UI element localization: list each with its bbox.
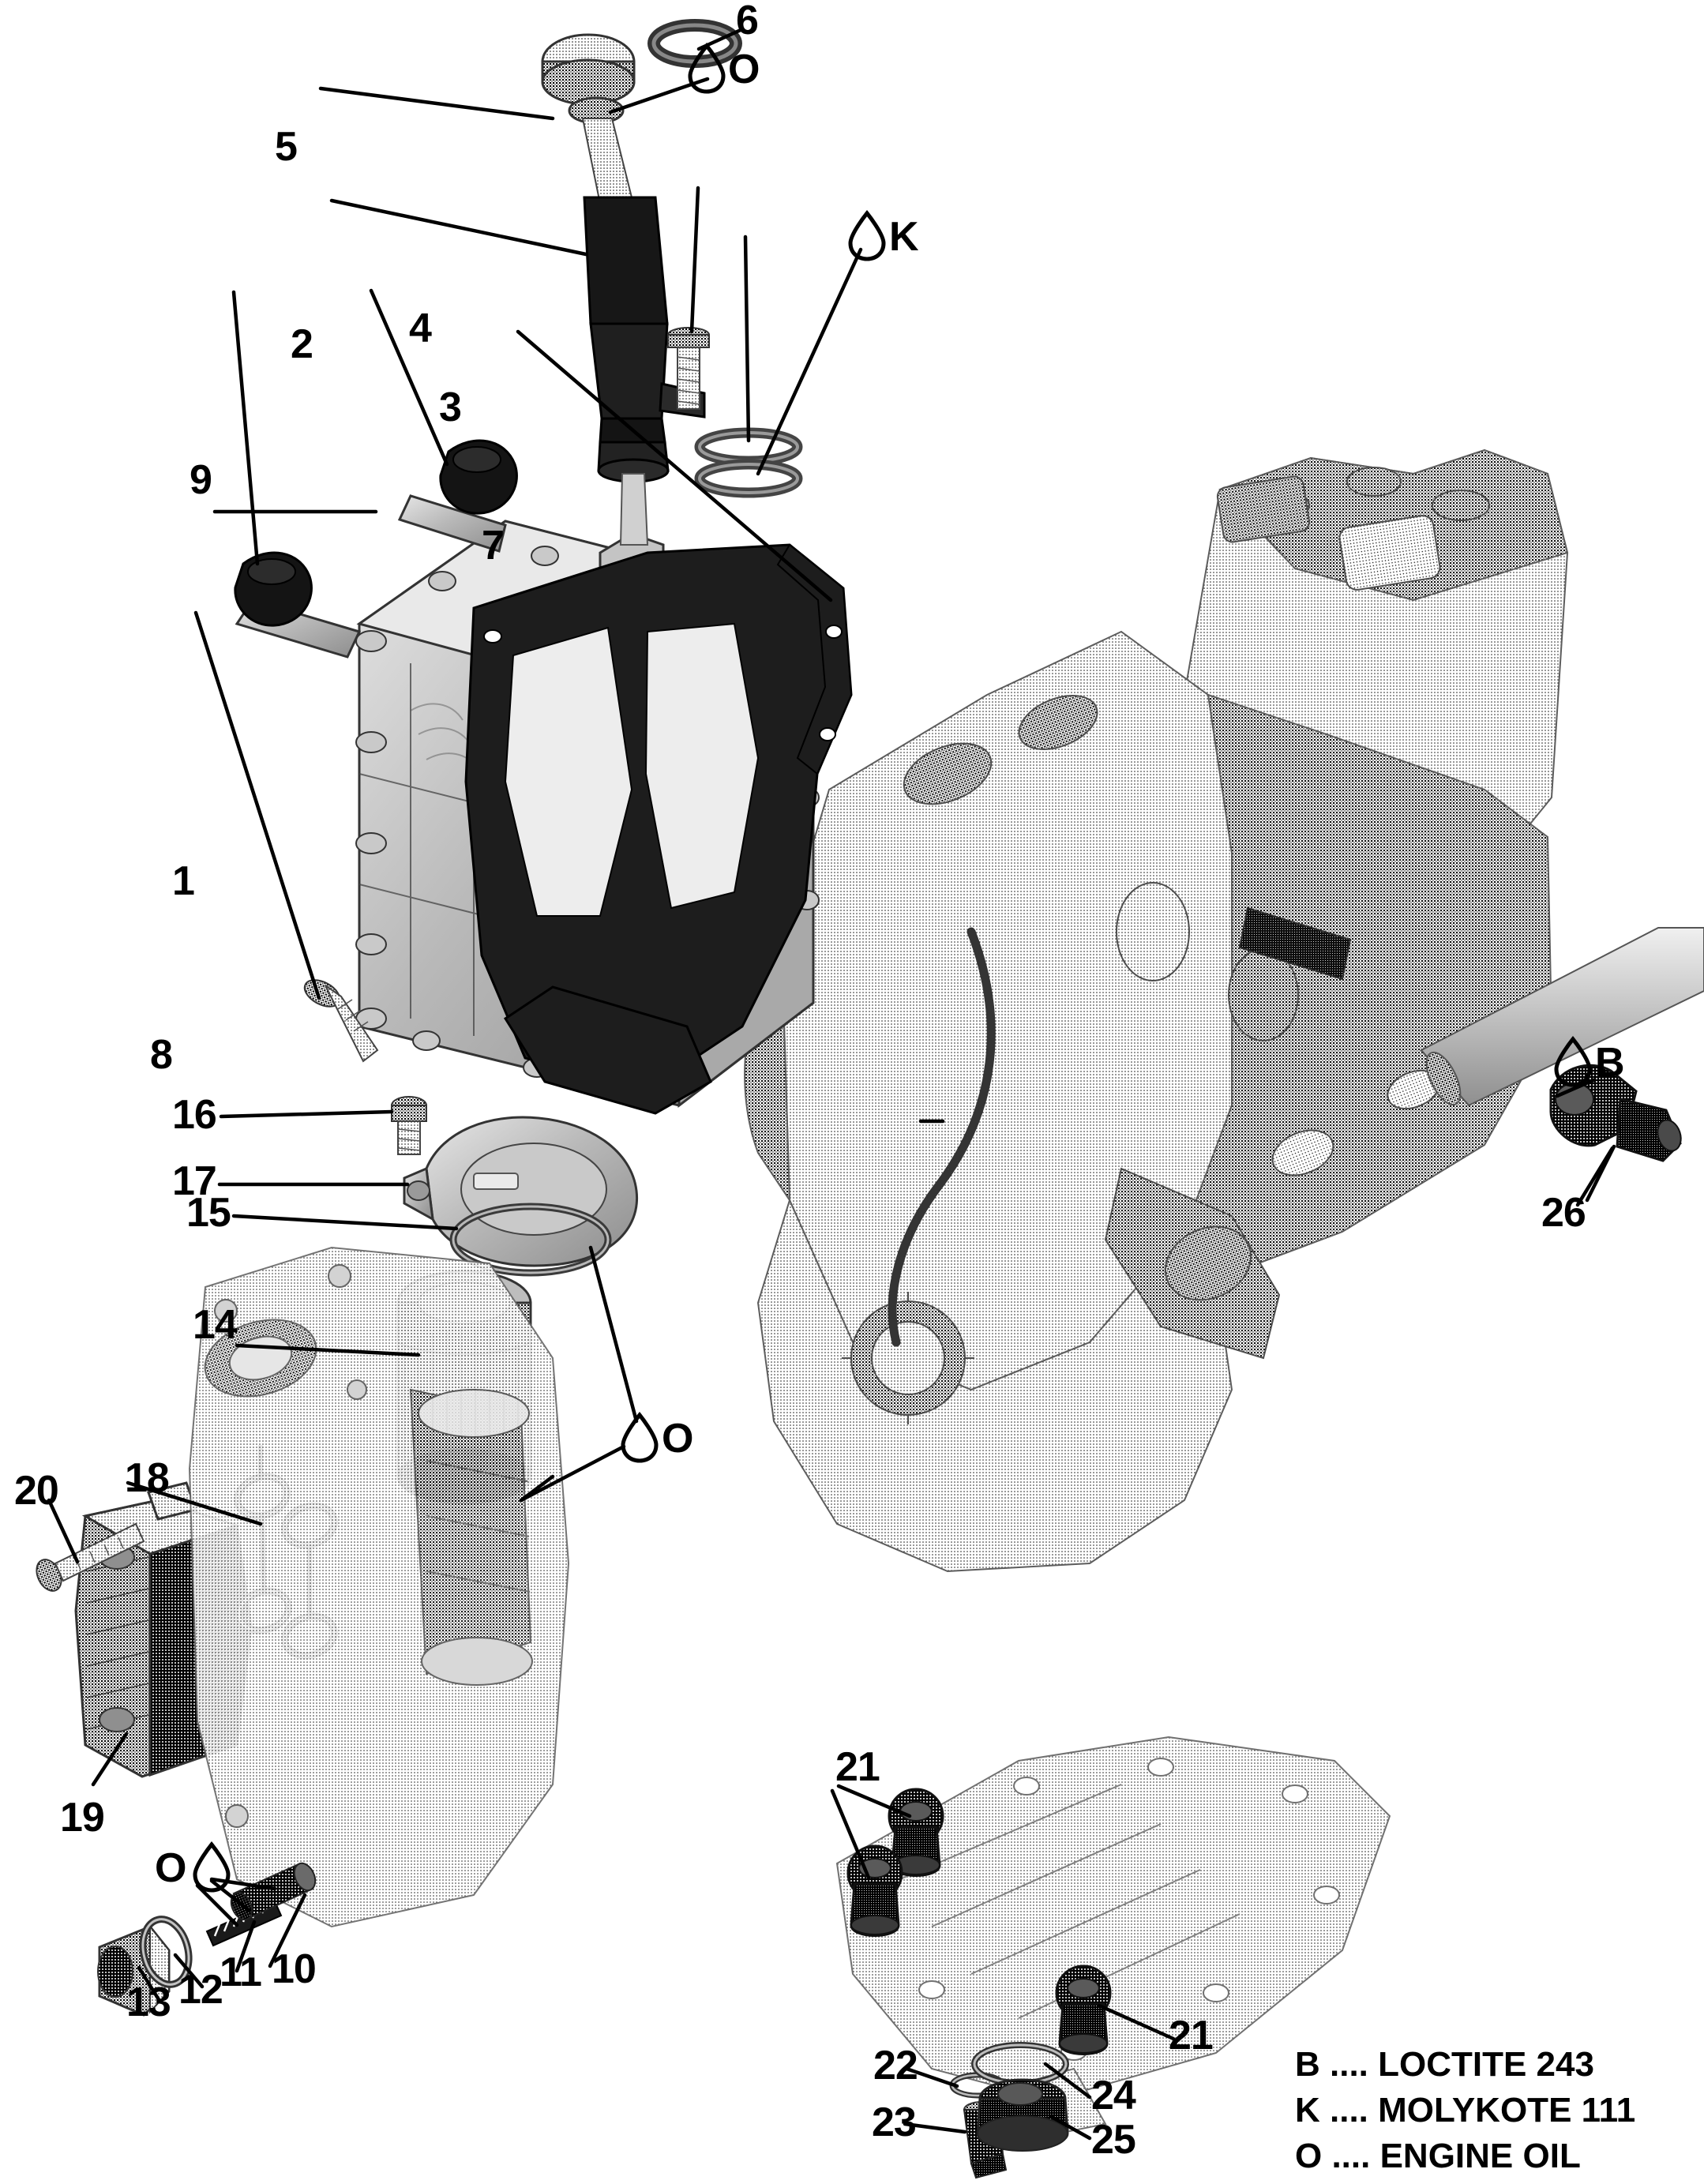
callout-16: 16 bbox=[172, 1092, 217, 1138]
callout-5: 5 bbox=[275, 124, 298, 170]
part-9-plug-caps bbox=[234, 439, 518, 627]
callout-2: 2 bbox=[291, 321, 313, 367]
legend: B .... LOCTITE 243 K .... MOLYKOTE 111 O… bbox=[1295, 2042, 1635, 2179]
callout-7: 7 bbox=[482, 523, 505, 569]
part-17-oil-filter-cover bbox=[403, 1116, 639, 1267]
callout-21-upper: 21 bbox=[835, 1744, 880, 1790]
callout-15: 15 bbox=[186, 1190, 231, 1236]
output-shaft-tube bbox=[1420, 927, 1704, 1107]
callout-6: 6 bbox=[736, 0, 759, 43]
part-3-o-ring-pair bbox=[694, 427, 803, 498]
oil-drop-icons bbox=[193, 43, 1592, 1893]
callout-23: 23 bbox=[872, 2100, 917, 2145]
engine-block-assembly bbox=[744, 448, 1569, 1573]
callout-18: 18 bbox=[125, 1455, 170, 1501]
callout-26: 26 bbox=[1541, 1190, 1586, 1236]
chem-label-o-filter: O bbox=[662, 1416, 694, 1462]
part-2-dipstick-tube bbox=[583, 196, 706, 546]
callout-22: 22 bbox=[873, 2043, 918, 2088]
rear-crankcase-ghost bbox=[188, 1246, 570, 1928]
chem-label-o-valve: O bbox=[155, 1845, 187, 1891]
callout-21-lower: 21 bbox=[1169, 2013, 1214, 2058]
part-25-large-plug bbox=[976, 2078, 1069, 2152]
callout-4: 4 bbox=[409, 306, 432, 351]
chem-label-k-spring: K bbox=[889, 214, 919, 260]
leader-26 bbox=[1575, 1146, 1615, 1207]
part-12-sealing-washer bbox=[139, 1916, 193, 1988]
callout-24: 24 bbox=[1091, 2073, 1136, 2118]
part-21-oil-jets bbox=[846, 1788, 1112, 2055]
callout-3: 3 bbox=[439, 385, 462, 430]
callout-12: 12 bbox=[178, 1967, 223, 2013]
part-7-oil-pan-gasket bbox=[464, 543, 853, 1115]
leader-lines bbox=[47, 28, 1616, 2141]
callout-1: 1 bbox=[172, 858, 195, 904]
callout-25: 25 bbox=[1091, 2117, 1136, 2163]
part-15-filter-cover-o-ring bbox=[449, 1203, 612, 1277]
part-4-screw bbox=[667, 327, 710, 410]
callout-9: 9 bbox=[190, 457, 212, 503]
legend-row-o: O .... ENGINE OIL bbox=[1295, 2137, 1581, 2176]
callout-10: 10 bbox=[272, 1946, 317, 1992]
callout-13: 13 bbox=[126, 1979, 171, 2025]
callout-11: 11 bbox=[220, 1949, 262, 1995]
callout-17: 17 bbox=[172, 1158, 217, 1204]
callout-20: 20 bbox=[14, 1468, 59, 1514]
legend-row-k: K .... MOLYKOTE 111 bbox=[1295, 2091, 1636, 2130]
part-10-relief-plunger bbox=[230, 1862, 317, 1921]
part-16-filter-cover-bolt bbox=[391, 1096, 427, 1155]
part-20-oil-cooler-bolt bbox=[36, 1522, 145, 1592]
legend-row-b: B .... LOCTITE 243 bbox=[1295, 2045, 1594, 2084]
chem-label-b-fitting: B bbox=[1595, 1040, 1625, 1086]
chem-label-o-top: O bbox=[728, 47, 760, 92]
callout-8: 8 bbox=[150, 1032, 173, 1078]
callout-14: 14 bbox=[193, 1302, 238, 1348]
part-8-flange-bolt bbox=[303, 979, 379, 1063]
callout-19: 19 bbox=[60, 1795, 105, 1841]
part-6-o-ring-dipstick bbox=[647, 19, 742, 68]
